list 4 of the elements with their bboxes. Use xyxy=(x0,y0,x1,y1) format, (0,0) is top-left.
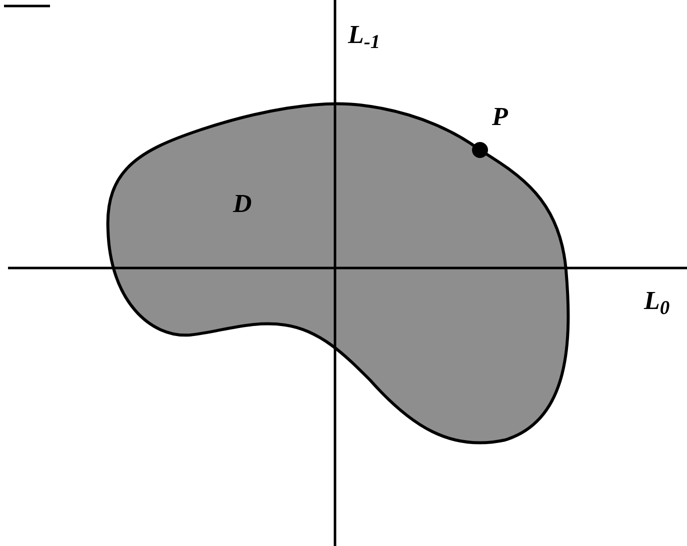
math-label: L$_{-1}$ xyxy=(348,22,380,48)
region-label: D xyxy=(233,191,252,217)
math-label: P xyxy=(492,104,508,130)
math-label: L$_{0}$ xyxy=(644,288,670,314)
